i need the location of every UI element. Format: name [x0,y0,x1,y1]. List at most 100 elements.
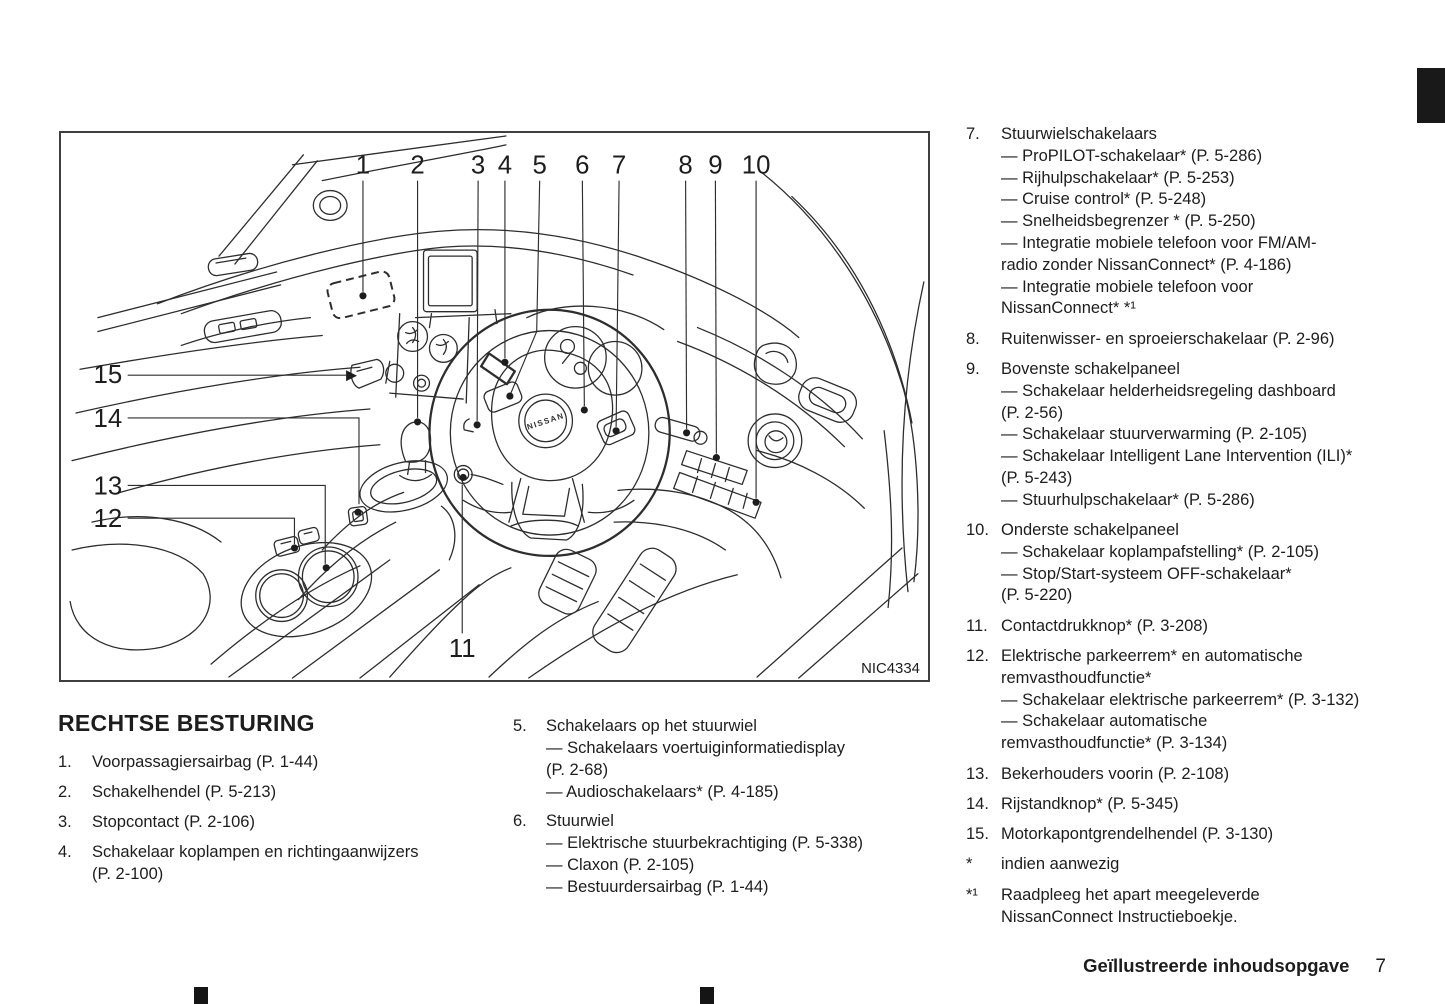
list-line: — Stop/Start-systeem OFF-schakelaar* [1001,564,1292,583]
callout-number: 1 [356,152,370,180]
list-item: 14. Rijstandknop* (P. 5-345) [966,794,1392,816]
hood-release-lever [350,358,385,389]
item-number: 15. [966,825,989,844]
list-line: Rijstandknop* (P. 5-345) [1001,794,1179,813]
callout-number: 10 [742,152,771,180]
page-footer: Geïllustreerde inhoudsopgave 7 [1083,955,1386,978]
item-lines: Stuurwiel — Elektrische stuurbekrachtigin… [546,810,953,898]
item-lines: Bekerhouders voorin (P. 2-108) [1001,764,1392,786]
contents-list-right: 7. Stuurwielschakelaars— ProPILOT-schake… [966,124,1392,928]
list-item: * indien aanwezig [966,854,1392,876]
callout-number: 15 [93,361,122,389]
item-lines: Voorpassagiersairbag (P. 1-44) [92,751,498,773]
list-item: 5. Schakelaars op het stuurwiel — Schakel… [513,715,953,803]
callout-number: 14 [93,405,122,433]
item-number: 1. [58,753,72,771]
list-item: 13. Bekerhouders voorin (P. 2-108) [966,764,1392,786]
list-item: 15. Motorkapontgrendelhendel (P. 3-130) [966,824,1392,846]
list-line: — Snelheidsbegrenzer * (P. 5-250) [1001,212,1256,231]
contents-list-middle: 5. Schakelaars op het stuurwiel — Schakel… [513,715,953,898]
item-number: 4. [58,843,72,861]
list-line: — Elektrische stuurbekrachtiging (P. 5-3… [546,834,864,852]
item-lines: indien aanwezig [1001,854,1392,876]
footer-page-number: 7 [1375,956,1386,977]
list-line: radio zonder NissanConnect* (P. 4-186) [1001,255,1292,274]
print-registration-mark [194,987,208,1004]
list-line: Stuurwiel [546,812,614,830]
item-lines: Schakelaar koplampen en richtingaanwijze… [92,841,498,885]
item-number: 6. [513,812,527,830]
callout-number: 9 [708,152,722,180]
list-line: Bekerhouders voorin (P. 2-108) [1001,764,1230,783]
item-number: 9. [966,359,980,378]
list-line: (P. 5-243) [1001,468,1073,487]
item-number: 7. [966,125,980,143]
list-line: — Claxon (P. 2-105) [546,856,695,874]
list-line: (P. 2-68) [546,761,609,779]
section-title: RECHTSE BESTURING [58,710,315,736]
callout-number: 3 [471,152,485,180]
list-line: — Schakelaar Intelligent Lane Interventi… [1001,447,1353,466]
contents-column-middle: 5. Schakelaars op het stuurwiel — Schakel… [513,715,953,905]
callout-number: 5 [532,152,546,180]
item-lines: Elektrische parkeerrem* en automatische r… [1001,646,1392,755]
list-item: 6. Stuurwiel — Elektrische stuurbekrachti… [513,810,953,898]
callout-number: 7 [612,152,626,180]
list-line: Motorkapontgrendelhendel (P. 3-130) [1001,825,1274,844]
item-lines: Motorkapontgrendelhendel (P. 3-130) [1001,824,1392,846]
list-line: Ruitenwisser- en sproeierschakelaar (P. … [1001,329,1335,348]
list-item: 4. Schakelaar koplampen en richtingaanwi… [58,841,498,885]
list-item: 9. Bovenste schakelpaneel— Schakelaar he… [966,359,1392,512]
list-line: NissanConnect Instructieboekje. [1001,907,1238,926]
list-line: Raadpleeg het apart meegeleverde [1001,885,1260,904]
list-line: — Schakelaar stuurverwarming (P. 2-105) [1001,425,1307,444]
figure-code: NIC4334 [861,661,920,677]
item-lines: Stuurwielschakelaars— ProPILOT-schakelaa… [1001,124,1392,320]
list-line: NissanConnect* *¹ [1001,299,1136,318]
list-item: 3. Stopcontact (P. 2-106) [58,811,498,833]
callout-number: 12 [93,505,122,533]
item-lines: Onderste schakelpaneel— Schakelaar kopla… [1001,520,1392,607]
print-registration-mark [700,987,714,1004]
list-line: — Integratie mobiele telefoon voor [1001,277,1254,296]
list-line: Schakelaar koplampen en richtingaanwijze… [92,843,419,861]
contents-list-left: 1. Voorpassagiersairbag (P. 1-44) 2. Sch… [58,751,498,885]
list-line: Contactdrukknop* (P. 3-208) [1001,616,1208,635]
list-line: — Stuurhulpschakelaar* (P. 5-286) [1001,490,1255,509]
contents-column-left: RECHTSE BESTURING 1. Voorpassagiersairba… [58,710,498,893]
item-lines: Stopcontact (P. 2-106) [92,811,498,833]
list-line: — Rijhulpschakelaar* (P. 5-253) [1001,168,1235,187]
list-line: — Bestuurdersairbag (P. 1-44) [546,878,769,896]
chapter-thumb-tab [1417,68,1445,123]
list-line: — Integratie mobiele telefoon voor FM/AM… [1001,233,1317,252]
item-number: 12. [966,647,989,666]
list-item: 10. Onderste schakelpaneel— Schakelaar k… [966,520,1392,607]
item-lines: Schakelhendel (P. 5-213) [92,781,498,803]
item-number: 5. [513,717,527,735]
item-number: 10. [966,521,989,540]
nissan-badge-label: NISSAN [526,411,566,432]
callout-number: 13 [93,472,122,500]
item-number: 13. [966,764,989,783]
item-lines: Schakelaars op het stuurwiel — Schakelaar… [546,715,953,803]
callout-number: 2 [410,152,424,180]
list-line: Schakelaars op het stuurwiel [546,717,757,735]
list-line: Schakelhendel (P. 5-213) [92,783,277,801]
callout-number: 4 [498,152,512,180]
list-line: — Schakelaars voertuiginformatiedisplay [546,739,845,757]
list-line: Stopcontact (P. 2-106) [92,813,255,831]
list-item: 12. Elektrische parkeerrem* en automatis… [966,646,1392,755]
item-lines: Ruitenwisser- en sproeierschakelaar (P. … [1001,329,1392,351]
item-number: 11. [966,616,988,635]
item-lines: Bovenste schakelpaneel— Schakelaar helde… [1001,359,1392,512]
list-line: Bovenste schakelpaneel [1001,359,1180,378]
item-number: 8. [966,329,980,348]
item-number: *¹ [966,885,978,904]
item-number: 14. [966,794,989,813]
list-item: 2. Schakelhendel (P. 5-213) [58,781,498,803]
item-number: 2. [58,783,72,801]
list-line: Elektrische parkeerrem* en automatische [1001,647,1303,666]
item-number: * [966,855,973,874]
list-line: remvasthoudfunctie* [1001,668,1152,687]
